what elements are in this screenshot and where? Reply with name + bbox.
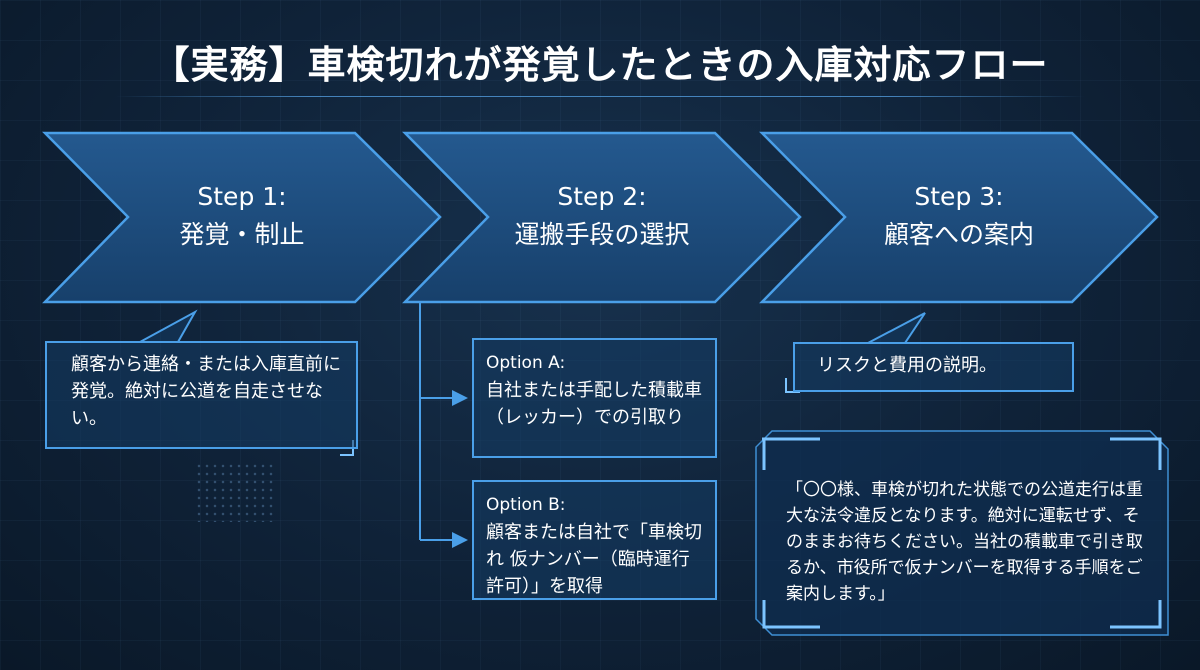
step1-number: Step 1: [197, 182, 287, 211]
step3-number: Step 3: [914, 182, 1004, 211]
step3-bubble-bracket [785, 378, 800, 393]
customer-script-quote: 「〇〇様、車検が切れた状態での公道走行は重大な法令違反となります。絶対に運転せず… [786, 480, 1143, 604]
option-a-text: 自社または手配した積載車（レッカー）での引取り [486, 380, 702, 428]
title-divider [115, 96, 1085, 97]
option-b-text: 顧客または自社で「車検切れ 仮ナンバー（臨時運行許可）」を取得 [486, 522, 702, 597]
step3-bubble-pointer [867, 312, 926, 344]
step1-chevron [42, 131, 442, 304]
option-b-box: Option B: 顧客または自社で「車検切れ 仮ナンバー（臨時運行許可）」を取… [472, 480, 717, 600]
step1-note-bubble: 顧客から連絡・または入庫直前に発覚。絶対に公道を自走させない。 [45, 341, 358, 449]
step1-title: 発覚・制止 [179, 220, 305, 249]
step3-chevron [759, 131, 1159, 304]
step1-note-text: 顧客から連絡・または入庫直前に発覚。絶対に公道を自走させない。 [71, 354, 341, 429]
step1-label: Step 1: 発覚・制止 [112, 178, 372, 254]
quote-frame [755, 430, 1169, 636]
step3-note-bubble: リスクと費用の説明。 [793, 342, 1074, 392]
option-a-box: Option A: 自社または手配した積載車（レッカー）での引取り [472, 338, 717, 458]
step2-number: Step 2: [557, 182, 647, 211]
step3-label: Step 3: 顧客への案内 [829, 178, 1089, 254]
page-title: 【実務】車検切れが発覚したときの入庫対応フロー [151, 43, 1049, 87]
step2-label: Step 2: 運搬手段の選択 [472, 178, 732, 254]
step2-chevron [402, 131, 802, 304]
step2-title: 運搬手段の選択 [514, 220, 690, 249]
option-b-title: Option B: [486, 495, 566, 515]
option-a-title: Option A: [486, 353, 566, 373]
step1-bubble-pointer [139, 309, 198, 343]
step3-title: 顧客への案内 [883, 220, 1034, 249]
decorative-dot-grid [195, 462, 275, 522]
step3-note-text: リスクと費用の説明。 [817, 355, 997, 376]
